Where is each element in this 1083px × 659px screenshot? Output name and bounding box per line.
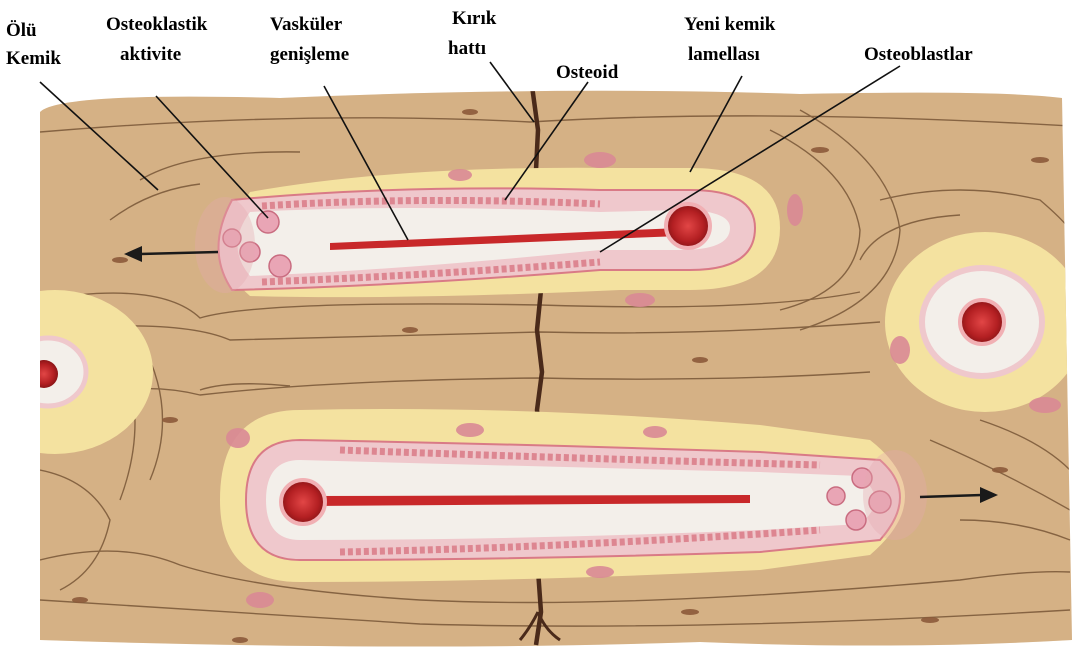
blood-vessel-lower: [281, 480, 325, 524]
labels: Ölü Kemik Osteoklastik aktivite Vasküler…: [6, 8, 973, 83]
bone-tissue: [0, 80, 1083, 659]
label-yeni-kemik-line2: lamellası: [688, 44, 760, 65]
label-osteoklastik-line1: Osteoklastik: [106, 14, 208, 35]
label-kirik-line1: Kırık: [452, 8, 497, 29]
label-olu-kemik: Ölü Kemik: [6, 20, 61, 69]
lower-osteon: [220, 409, 927, 582]
label-olu-kemik-line2: Kemik: [6, 48, 61, 69]
label-yeni-kemik-line1: Yeni kemik: [684, 14, 776, 35]
label-vaskuler-genisleme: Vasküler genişleme: [270, 14, 349, 65]
blood-vessel-upper: [666, 204, 710, 248]
right-osteon-cross-section: [885, 232, 1083, 412]
label-yeni-kemik-lamellasi: Yeni kemik lamellası: [684, 14, 780, 65]
upper-osteon: [195, 168, 780, 297]
label-osteoblastlar: Osteoblastlar: [864, 44, 973, 65]
label-osteoklastik-line2: aktivite: [120, 44, 181, 65]
label-vaskuler-line1: Vasküler: [270, 14, 343, 35]
blood-vessel-right: [960, 300, 1004, 344]
label-olu-kemik-line1: Ölü: [6, 20, 37, 41]
label-kirik-hatti: Kırık hattı: [448, 8, 501, 59]
label-osteoid: Osteoid: [556, 62, 619, 83]
label-kirik-line2: hattı: [448, 38, 486, 59]
label-osteoklastik-aktivite: Osteoklastik aktivite: [106, 14, 212, 65]
blood-vessel-left: [30, 360, 58, 388]
label-vaskuler-line2: genişleme: [270, 44, 349, 65]
